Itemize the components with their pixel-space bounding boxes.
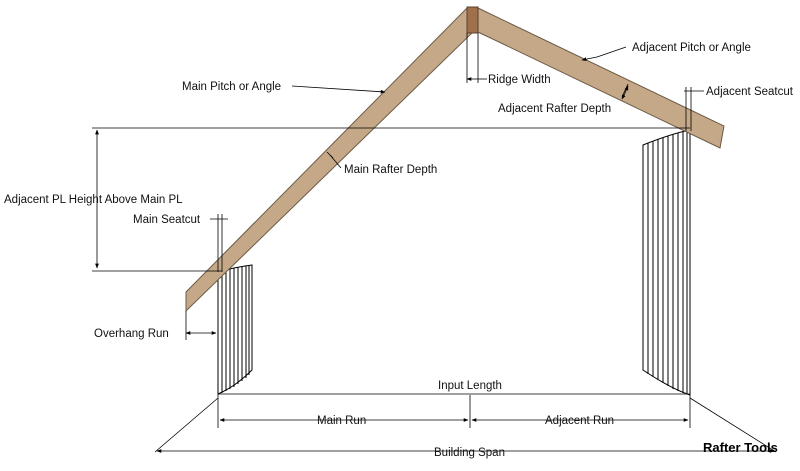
label-adjacent-seatcut: Adjacent Seatcut xyxy=(706,86,794,98)
label-main-run: Main Run xyxy=(317,415,366,427)
main-rafter xyxy=(185,6,473,313)
label-adjacent-rafter-depth: Adjacent Rafter Depth xyxy=(498,103,611,115)
label-overhang-run: Overhang Run xyxy=(94,328,169,340)
label-adjacent-pl-height: Adjacent PL Height Above Main PL xyxy=(4,194,183,206)
dimension-lines xyxy=(92,33,777,453)
label-main-seatcut: Main Seatcut xyxy=(133,214,201,226)
label-input-length: Input Length xyxy=(438,380,502,392)
label-adjacent-run: Adjacent Run xyxy=(545,415,614,427)
brand-rafter-tools: Rafter Tools xyxy=(703,440,778,455)
adjacent-wall xyxy=(642,129,691,396)
label-building-span: Building Span xyxy=(434,447,505,459)
label-main-pitch: Main Pitch or Angle xyxy=(182,81,281,93)
main-wall xyxy=(217,264,253,395)
label-main-rafter-depth: Main Rafter Depth xyxy=(344,164,437,176)
label-ridge-width: Ridge Width xyxy=(488,74,551,86)
label-adjacent-pitch: Adjacent Pitch or Angle xyxy=(632,42,751,54)
ridge-board xyxy=(466,6,479,34)
